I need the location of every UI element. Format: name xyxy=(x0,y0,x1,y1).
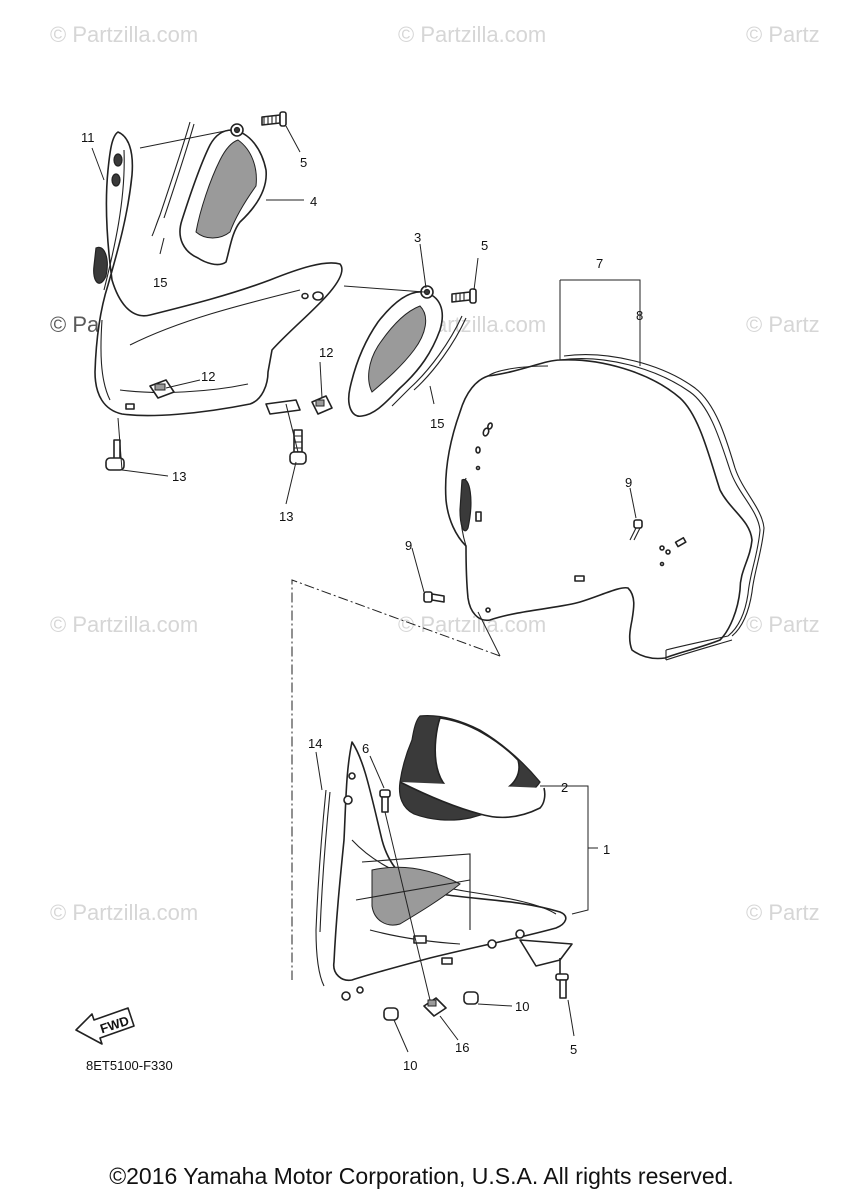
grommet xyxy=(383,1007,399,1021)
bolt xyxy=(379,789,391,813)
watermark: © Partz xyxy=(746,612,820,637)
diagram-code: 8ET5100-F330 xyxy=(86,1058,173,1073)
callout-labels: 11 5 4 15 3 5 7 8 12 12 15 13 9 13 9 14 … xyxy=(81,130,643,1073)
callout-9: 9 xyxy=(405,538,412,553)
callout-12: 12 xyxy=(201,369,215,384)
grommet xyxy=(463,991,479,1005)
side-cowling-panel xyxy=(93,131,343,417)
windshield xyxy=(444,354,765,661)
weatherstrip-lower xyxy=(391,315,467,407)
callout-4: 4 xyxy=(310,194,317,209)
callout-15: 15 xyxy=(430,416,444,431)
bolt xyxy=(629,519,643,541)
watermark: © Partzilla.com xyxy=(50,612,199,637)
callout-12: 12 xyxy=(319,345,333,360)
watermark: © Partz xyxy=(746,312,820,337)
callout-5: 5 xyxy=(481,238,488,253)
fwd-arrow-icon: FWD xyxy=(75,1007,135,1045)
callout-11: 11 xyxy=(81,130,95,145)
bolt xyxy=(289,429,307,465)
watermark: © Partzilla.com xyxy=(50,22,199,47)
watermark: © Partzilla.com xyxy=(50,900,199,925)
nut xyxy=(149,379,175,399)
lower-side-panel xyxy=(347,285,444,417)
callout-10: 10 xyxy=(403,1058,417,1073)
bracket xyxy=(265,399,301,415)
leader-lines xyxy=(91,125,641,1053)
bolt xyxy=(555,958,569,999)
bolt xyxy=(261,111,287,127)
nut xyxy=(311,395,333,415)
watermark: © Partzilla.com xyxy=(398,612,547,637)
callout-15: 15 xyxy=(153,275,167,290)
callout-8: 8 xyxy=(636,308,643,323)
bolt xyxy=(451,288,477,304)
watermark: © Partz xyxy=(746,22,820,47)
weatherstrip-upper xyxy=(151,121,195,237)
callout-9: 9 xyxy=(625,475,632,490)
callout-10: 10 xyxy=(515,999,529,1014)
callout-5: 5 xyxy=(300,155,307,170)
watermark: © Partz xyxy=(746,900,820,925)
bolt xyxy=(423,591,445,603)
callout-6: 6 xyxy=(362,741,369,756)
callout-13: 13 xyxy=(279,509,293,524)
callout-5: 5 xyxy=(570,1042,577,1057)
bolt xyxy=(105,439,125,471)
upper-side-panel xyxy=(179,123,267,266)
callout-7: 7 xyxy=(596,256,603,271)
callout-13: 13 xyxy=(172,469,186,484)
callout-2: 2 xyxy=(561,780,568,795)
callout-14: 14 xyxy=(308,736,322,751)
copyright-notice: ©2016 Yamaha Motor Corporation, U.S.A. A… xyxy=(109,1163,734,1189)
weatherstrip-front xyxy=(315,789,331,987)
watermark: © Partzilla.com xyxy=(398,22,547,47)
nut xyxy=(423,997,447,1017)
callout-1: 1 xyxy=(603,842,610,857)
callout-16: 16 xyxy=(455,1040,469,1055)
callout-3: 3 xyxy=(414,230,421,245)
front-cowling-assembly xyxy=(332,715,573,1001)
